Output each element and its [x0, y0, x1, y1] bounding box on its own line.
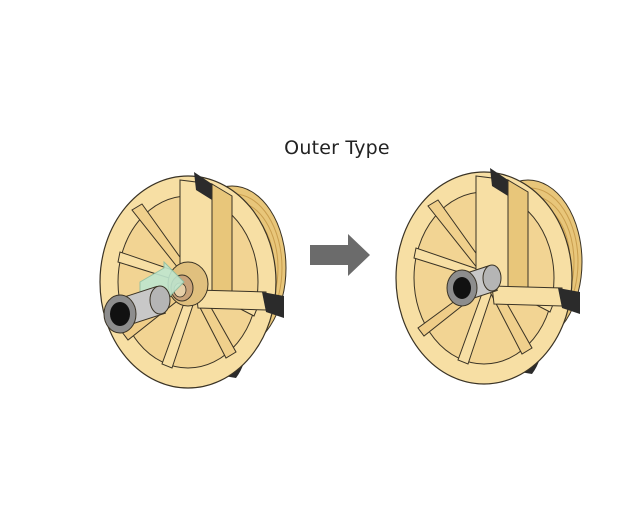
process-arrow [310, 234, 370, 276]
wheel-right-cutaway [475, 168, 529, 293]
wheel-right-cutaway-lower [491, 285, 580, 314]
hub-bushing-right [446, 264, 502, 307]
wheel-left-cutaway-lower [195, 289, 284, 318]
hub-bushing-left [103, 285, 171, 334]
right-arrow-icon [310, 234, 370, 276]
wheel-right [395, 168, 583, 385]
bearing-seat [167, 261, 209, 307]
wheel-left [99, 172, 287, 389]
diagram-title: Outer Type [284, 137, 390, 159]
